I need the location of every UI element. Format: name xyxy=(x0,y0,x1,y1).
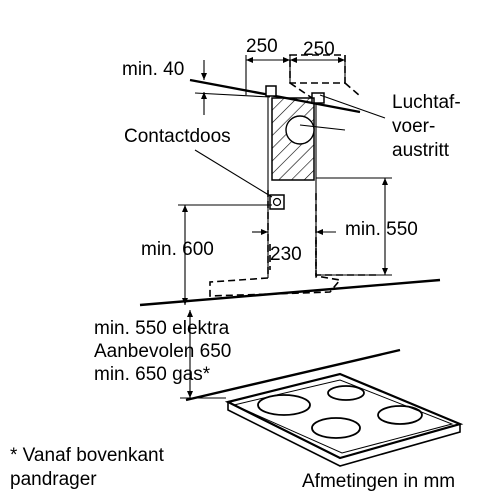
counter-line xyxy=(185,348,401,402)
socket-icon xyxy=(269,194,285,210)
min-600-dimension xyxy=(178,204,272,305)
dim-230-label: 230 xyxy=(270,244,302,265)
cooktop xyxy=(224,372,464,467)
footnote-line1: * Vanaf bovenkant xyxy=(10,445,165,466)
min-550-dimension xyxy=(316,177,392,276)
width-right-label: 250 xyxy=(303,39,335,60)
min-550-label: min. 550 xyxy=(345,219,418,240)
outlet-label-line2: voer- xyxy=(392,116,435,137)
note-line2: Aanbevolen 650 xyxy=(94,341,231,362)
air-duct-block xyxy=(271,97,315,181)
min-600-label: min. 600 xyxy=(141,239,214,260)
note-line3: min. 650 gas* xyxy=(94,364,211,385)
cooktop-dimension xyxy=(180,310,226,399)
socket-label: Contactdoos xyxy=(124,126,231,147)
width-dimension xyxy=(245,55,346,95)
burner xyxy=(311,417,361,439)
burner xyxy=(327,385,365,401)
hood-outline-dashed xyxy=(209,190,380,297)
outlet-label-line1: Luchtaf- xyxy=(392,92,461,113)
min-40-dimension xyxy=(194,60,271,115)
width-left-label: 250 xyxy=(246,36,278,57)
units-label: Afmetingen in mm xyxy=(302,471,455,492)
leader-lines xyxy=(194,94,386,198)
min-40-label: min. 40 xyxy=(122,59,184,80)
burner xyxy=(377,405,423,425)
burner xyxy=(257,394,311,416)
note-line1: min. 550 elektra xyxy=(94,318,230,339)
worktop-line xyxy=(139,278,441,307)
footnote-line2: pandrager xyxy=(10,469,97,490)
outlet-label-line3: austritt xyxy=(392,140,450,161)
chimney-top-outline xyxy=(289,54,361,99)
